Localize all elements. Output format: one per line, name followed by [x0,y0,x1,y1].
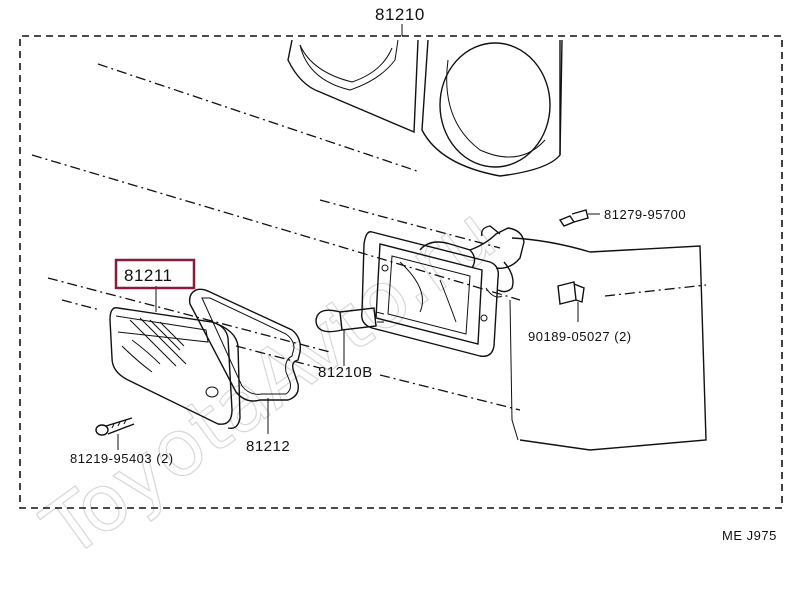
housing-screw-illustration [558,209,600,227]
vehicle-body-illustration [31,39,707,451]
highlight-box [114,258,196,290]
label-clip: 90189-05027 (2) [528,329,632,344]
clip-illustration [557,281,585,322]
label-bulb: 81210B [318,364,373,381]
assembly-frame [19,24,783,509]
lens-screw-illustration [95,417,135,450]
bulb-illustration [315,307,385,366]
label-housing-screw: 81279-95700 [604,207,686,222]
watermark-text: ToyotaAvto.ru [27,190,512,576]
label-lens-screw: 81219-95403 (2) [70,451,174,466]
label-assembly: 81210 [375,5,425,24]
diagram-code: ME J975 [722,528,777,543]
gasket-illustration [188,288,302,434]
lens-illustration [109,286,241,429]
label-gasket: 81212 [246,438,290,455]
lamp-housing [361,225,525,357]
label-lens: 81211 [124,266,173,285]
